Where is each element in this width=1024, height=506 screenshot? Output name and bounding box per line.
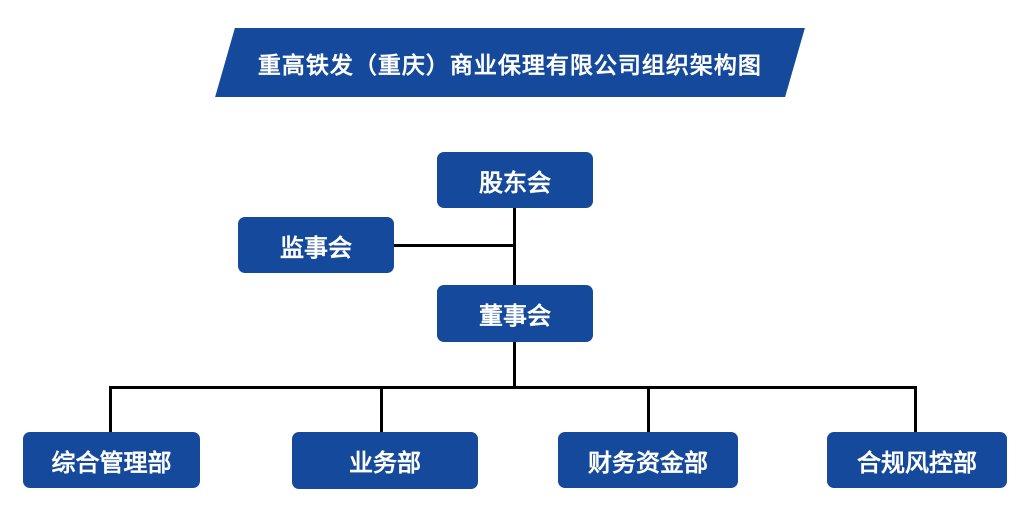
connector-board-down (513, 341, 516, 388)
node-dept-business-label: 业务部 (349, 450, 421, 477)
node-dept-general-management-label: 综合管理部 (51, 449, 172, 477)
connector-drop-dept-4 (914, 386, 917, 432)
connector-distribution-bar (109, 386, 917, 389)
node-dept-compliance-risk-label: 合规风控部 (857, 449, 977, 477)
node-supervisory-board-label: 监事会 (280, 234, 352, 262)
node-board-of-directors: 董事会 (437, 285, 593, 342)
connector-shareholders-board (513, 208, 516, 286)
title-banner: 重高铁发（重庆）商业保理有限公司组织架构图 (215, 28, 805, 97)
connector-supervisory-branch (393, 244, 514, 247)
node-board-of-directors-label: 董事会 (479, 303, 551, 330)
connector-drop-dept-2 (380, 386, 383, 432)
node-dept-finance-treasury: 财务资金部 (558, 432, 738, 488)
node-dept-general-management: 综合管理部 (23, 432, 200, 488)
connector-drop-dept-3 (647, 386, 650, 432)
connector-drop-dept-1 (109, 386, 112, 432)
node-dept-compliance-risk: 合规风控部 (827, 432, 1007, 488)
node-dept-finance-treasury-label: 财务资金部 (588, 449, 708, 477)
node-shareholders-label: 股东会 (479, 169, 551, 197)
chart-title: 重高铁发（重庆）商业保理有限公司组织架构图 (258, 51, 762, 78)
node-shareholders: 股东会 (437, 152, 593, 208)
node-dept-business: 业务部 (292, 432, 478, 489)
node-supervisory-board: 监事会 (238, 217, 394, 273)
